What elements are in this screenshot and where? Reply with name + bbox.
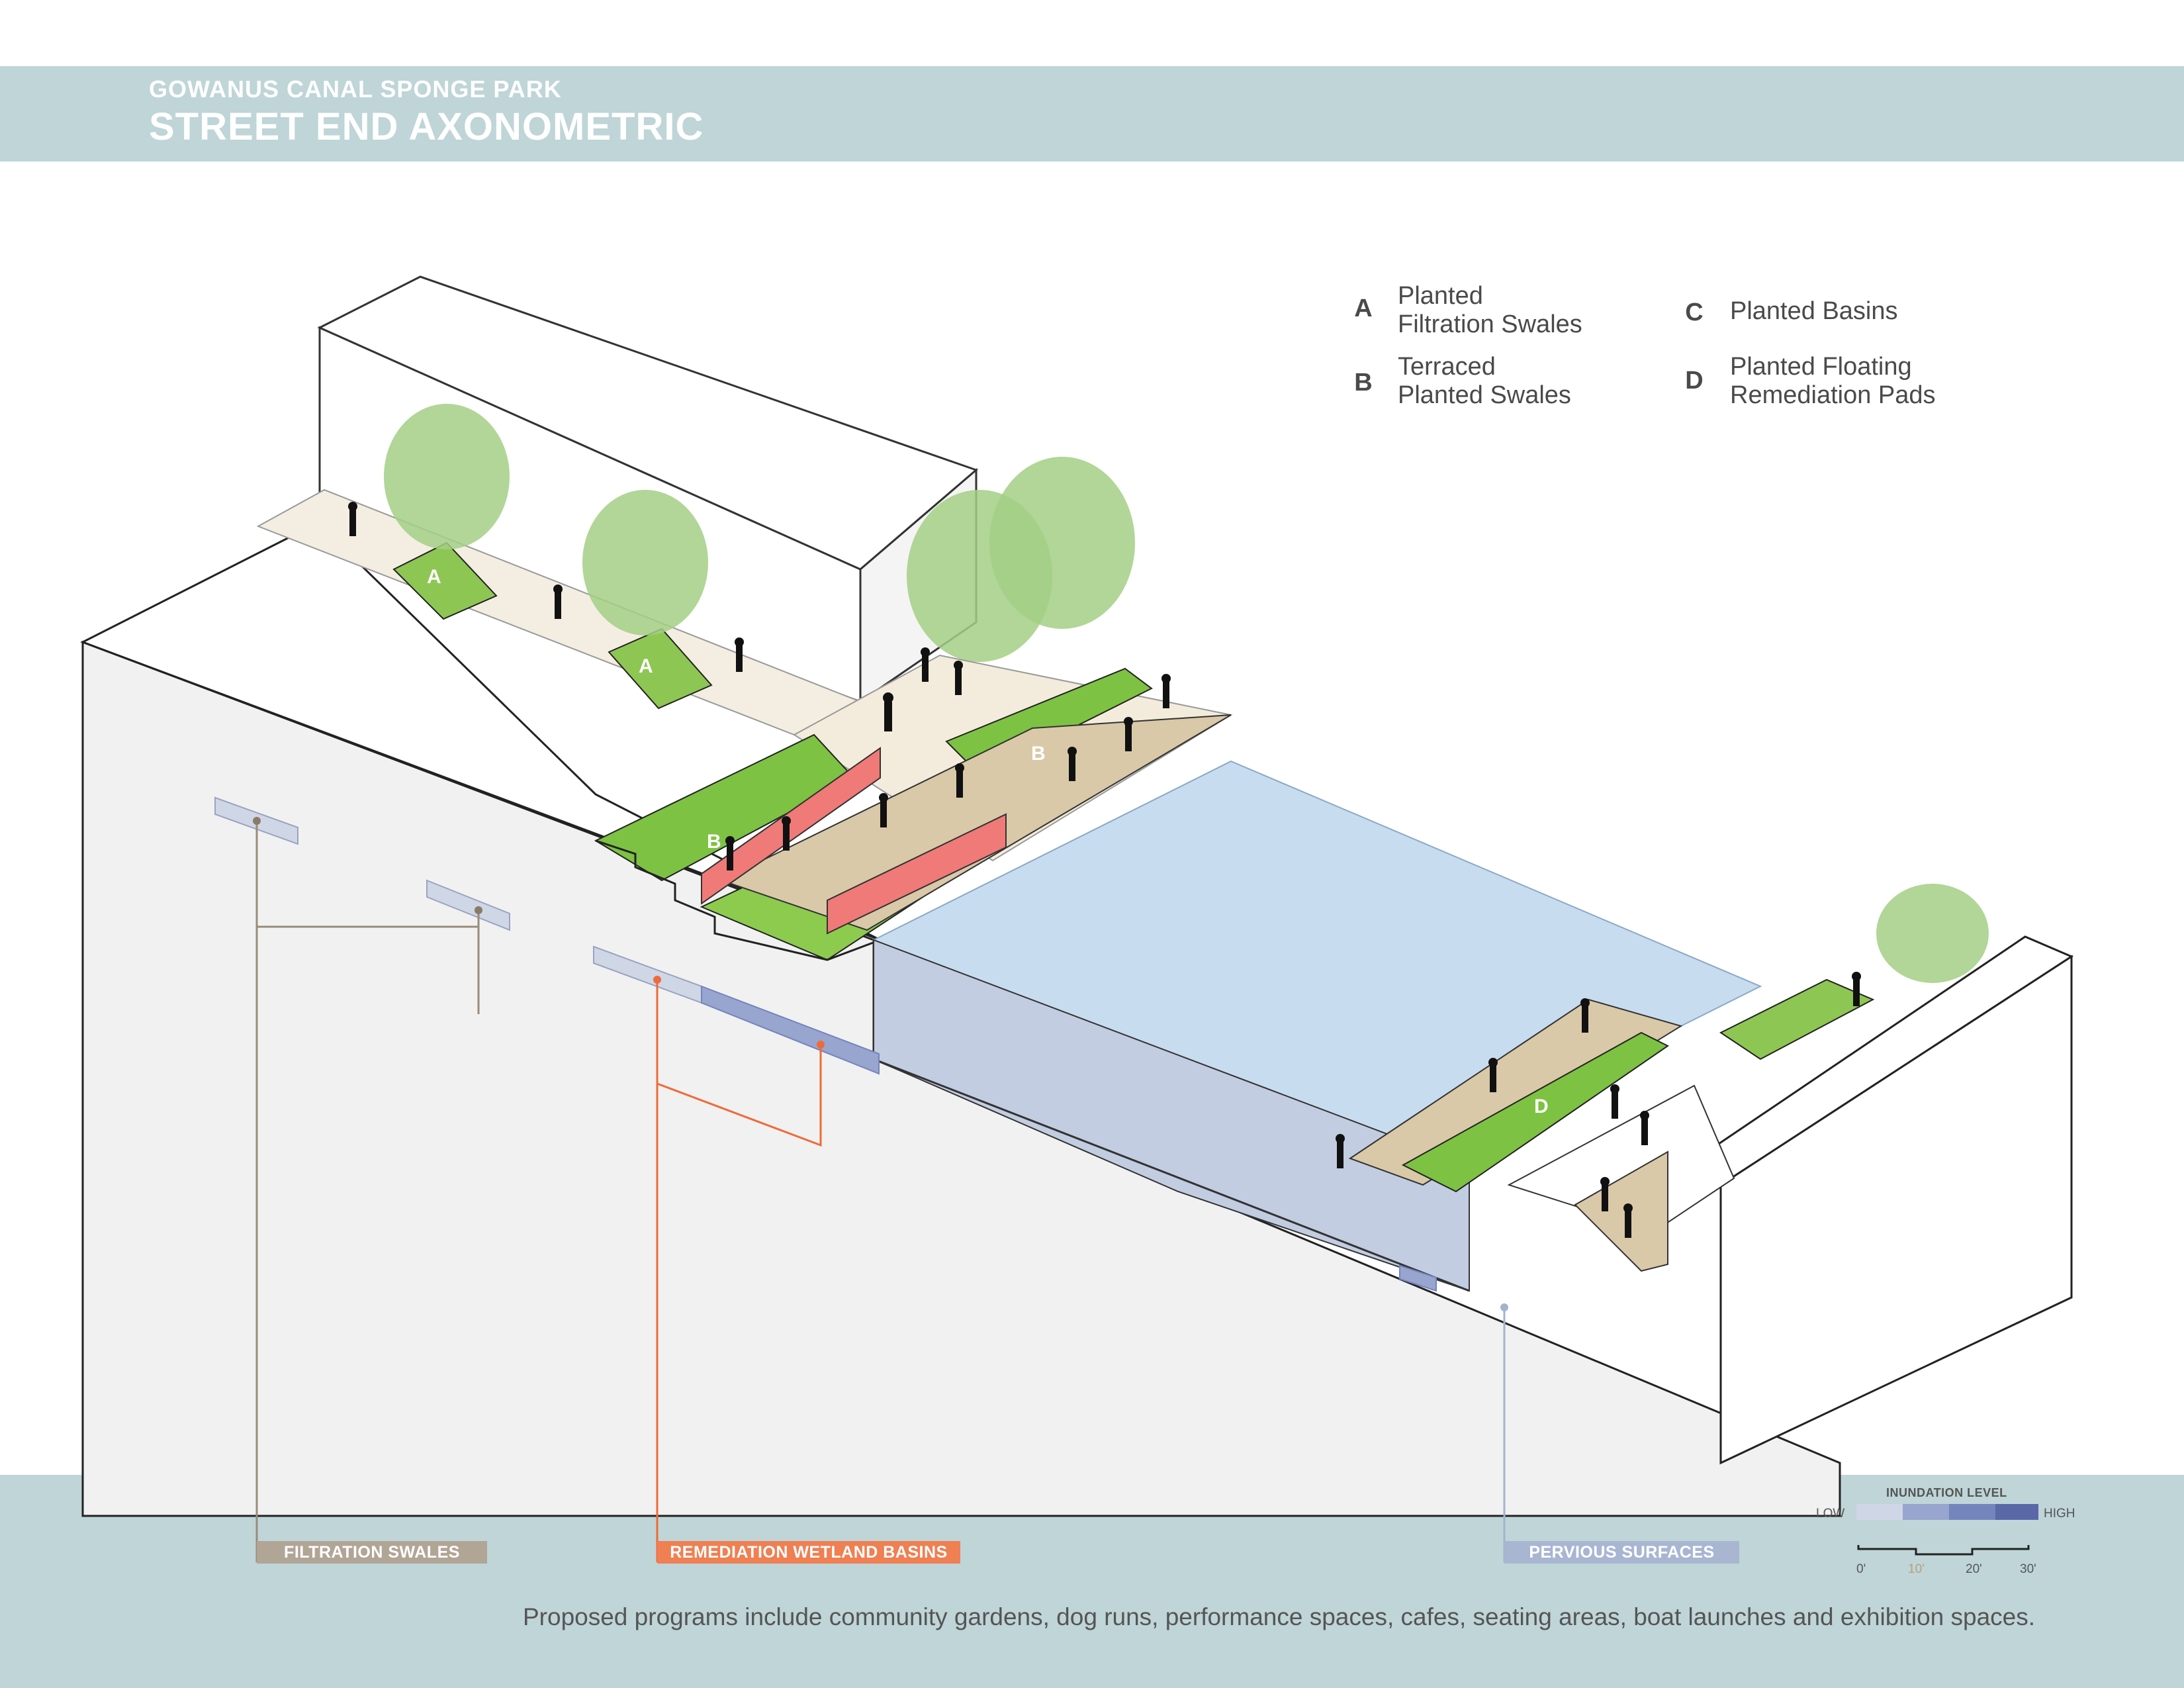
inundation-low-label: LOW [1816,1507,1845,1521]
marker-a-1: A [427,566,441,588]
planter-a-2 [608,628,713,710]
marker-b-2: B [1031,743,1046,765]
legend-text-a: Planted Filtration Swales [1398,282,1582,338]
boardwalk-deck [719,714,1232,931]
scale-label-10: 10' [1908,1562,1925,1576]
inundation-swatch-4 [1995,1504,2038,1520]
scale-label-30: 30' [2020,1562,2036,1576]
floating-pad-d [1348,998,1683,1186]
indicator-pervious [1399,1264,1437,1292]
header-band [0,66,2184,162]
right-block-side [1719,955,2073,1465]
leader-filtration-dot-2 [475,906,482,914]
project-subtitle: GOWANUS CANAL SPONGE PARK [149,75,562,103]
legend-letter-c: C [1685,299,1704,326]
inundation-swatch-3 [1949,1504,1995,1520]
red-seat-wall-1 [701,747,881,905]
legend-letter-a: A [1354,295,1373,322]
right-stair-deck [1574,1150,1668,1272]
marker-b-1: B [707,831,721,853]
legend-text-d: Planted Floating Remediation Pads [1730,353,1936,409]
canal-depth-line [873,1058,1470,1292]
label-remediation-wetland-basins: REMEDIATION WETLAND BASINS [657,1541,960,1564]
leader-remediation-branch [657,1045,822,1147]
label-pervious-surfaces: PERVIOUS SURFACES [1504,1541,1739,1564]
indicator-filtration-2 [426,879,510,931]
legend-letter-d: D [1685,367,1704,395]
inundation-high-label: HIGH [2044,1507,2075,1521]
inundation-swatch-1 [1856,1504,1903,1520]
legend-text-b: Terraced Planted Swales [1398,353,1571,409]
red-seat-wall-2 [827,813,1007,935]
label-filtration-swales: FILTRATION SWALES [257,1541,487,1564]
tree-4 [989,457,1135,629]
legend-text-c: Planted Basins [1730,297,1898,325]
leader-filtration-dot-1 [253,817,261,825]
floating-pad-d-planting [1401,1031,1669,1193]
planter-a-1 [392,541,498,620]
tree-5 [1876,884,1989,983]
tree-1 [384,404,510,549]
inundation-swatch-2 [1903,1504,1949,1520]
leader-remediation-dot-1 [653,976,661,984]
tree-2 [582,490,708,635]
scale-bar [1857,1545,2030,1556]
terrace-steps [595,839,881,961]
leader-remediation-dot-2 [817,1041,825,1049]
marker-d: D [1534,1096,1549,1117]
people-silhouettes [348,502,1861,1238]
page-title: STREET END AXONOMETRIC [149,105,704,148]
leader-filtration-branch [257,910,480,1014]
marker-a-2: A [639,655,653,677]
leader-pervious-dot [1500,1303,1508,1311]
right-planter [1719,978,1875,1060]
programs-note: Proposed programs include community gard… [523,1603,2036,1630]
scale-label-20: 20' [1966,1562,1982,1576]
indicator-remediation-2 [701,985,880,1075]
inundation-title: INUNDATION LEVEL [1886,1486,2007,1499]
scale-label-0: 0' [1856,1562,1866,1576]
canal-water-front [873,939,1470,1292]
legend-letter-b: B [1354,369,1373,397]
